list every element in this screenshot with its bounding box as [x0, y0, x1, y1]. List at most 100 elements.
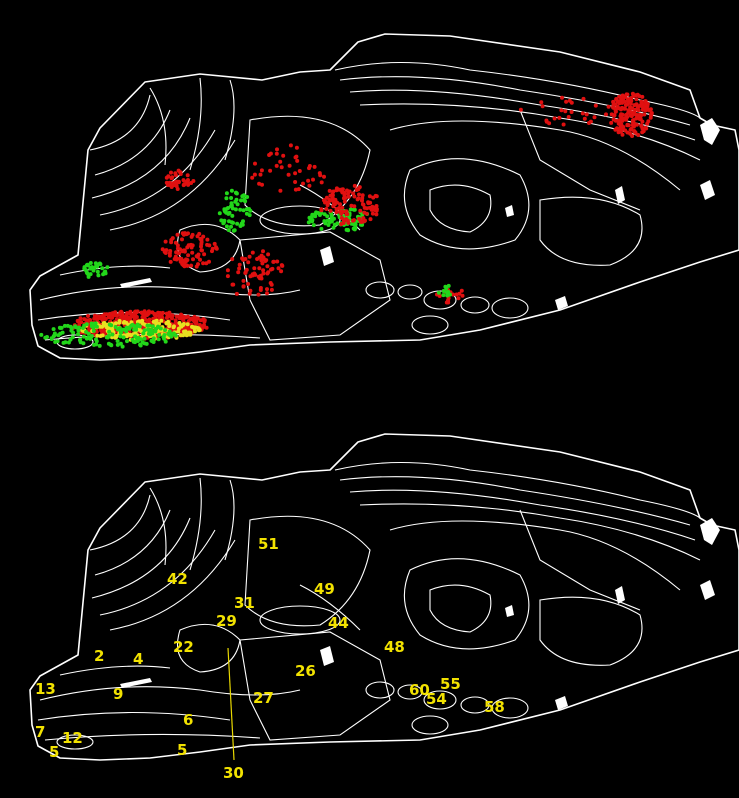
- cell-marker-green: [100, 266, 105, 271]
- cell-marker-green: [94, 342, 99, 347]
- cell-marker-yellow: [124, 320, 129, 325]
- cell-marker-green: [82, 323, 87, 328]
- cell-marker-red: [617, 119, 622, 124]
- cell-marker-red: [166, 174, 171, 179]
- cell-marker-green: [231, 228, 236, 233]
- cell-marker-red: [142, 309, 147, 314]
- cell-marker-red: [274, 163, 279, 168]
- cell-marker-red: [259, 168, 264, 173]
- cell-marker-red: [636, 133, 641, 137]
- cell-marker-red: [186, 182, 191, 187]
- cell-marker-yellow: [192, 325, 197, 330]
- cell-marker-red: [454, 292, 459, 297]
- cell-marker-red: [613, 109, 618, 114]
- cell-marker-green: [97, 343, 102, 348]
- cell-marker-red: [325, 203, 330, 208]
- cell-marker-red: [169, 238, 174, 242]
- cell-marker-green: [62, 323, 67, 328]
- cell-marker-red: [335, 200, 339, 205]
- cell-marker-green: [137, 324, 142, 329]
- cell-marker-green: [118, 330, 123, 335]
- cell-marker-green: [88, 272, 93, 277]
- cell-marker-red: [366, 200, 371, 205]
- cell-marker-red: [374, 204, 379, 208]
- cell-marker-green: [107, 329, 112, 334]
- cell-marker-red: [620, 118, 625, 123]
- cell-marker-green: [63, 340, 68, 345]
- cell-marker-green: [157, 333, 162, 337]
- cell-marker-red: [588, 119, 593, 124]
- cell-marker-red: [269, 287, 274, 292]
- cell-marker-red: [225, 274, 230, 279]
- cell-marker-yellow: [95, 333, 100, 338]
- cell-marker-red: [560, 95, 564, 100]
- cell-marker-red: [604, 112, 608, 117]
- cell-marker-red: [173, 240, 178, 245]
- cell-marker-red: [362, 210, 367, 215]
- cell-marker-green: [94, 264, 99, 269]
- cell-marker-green: [138, 337, 143, 342]
- cell-marker-green: [121, 335, 126, 340]
- cell-marker-green: [110, 332, 115, 337]
- cell-marker-red: [200, 248, 204, 253]
- cell-marker-red: [270, 266, 275, 271]
- cell-marker-red: [184, 315, 188, 320]
- cell-marker-red: [168, 259, 173, 264]
- cell-marker-green: [149, 327, 154, 332]
- region-label-27: 27: [253, 689, 274, 707]
- cell-marker-red: [640, 126, 645, 131]
- cell-marker-green: [93, 261, 98, 266]
- cell-marker-red: [340, 205, 345, 210]
- cell-marker-green: [39, 332, 44, 337]
- cell-marker-red: [196, 262, 200, 267]
- cell-marker-red: [639, 101, 644, 106]
- cell-marker-red: [331, 189, 336, 194]
- cell-marker-red: [437, 294, 442, 298]
- cell-marker-red: [255, 257, 260, 261]
- cell-marker-red: [160, 310, 165, 315]
- cell-marker-red: [619, 97, 624, 102]
- cell-marker-green: [144, 341, 149, 346]
- cell-marker-yellow: [101, 321, 106, 326]
- cell-marker-yellow: [167, 324, 172, 329]
- cell-marker-yellow: [177, 321, 182, 325]
- cell-marker-red: [247, 254, 252, 259]
- cell-marker-green: [86, 331, 91, 336]
- cell-marker-green: [436, 290, 441, 295]
- cell-marker-red: [173, 318, 178, 323]
- region-label-26: 26: [295, 662, 316, 680]
- cell-marker-red: [631, 94, 636, 99]
- cell-marker-red: [564, 99, 569, 104]
- cell-marker-green: [239, 198, 243, 203]
- cell-marker-red: [190, 243, 195, 248]
- cell-marker-red: [157, 314, 162, 319]
- cell-marker-red: [261, 268, 266, 273]
- cell-marker-green: [125, 339, 129, 344]
- cell-marker-green: [106, 341, 111, 346]
- cell-marker-red: [194, 321, 199, 326]
- cell-marker-green: [96, 273, 101, 278]
- cell-marker-green: [227, 210, 232, 215]
- cell-marker-red: [312, 164, 317, 169]
- cell-marker-red: [261, 271, 266, 276]
- cell-marker-red: [269, 282, 274, 287]
- cell-marker-red: [174, 184, 179, 189]
- cell-marker-red: [199, 242, 204, 246]
- cell-marker-green: [94, 324, 99, 329]
- cell-marker-red: [278, 159, 283, 164]
- cell-marker-green: [113, 325, 118, 329]
- cell-marker-red: [186, 178, 190, 182]
- cell-marker-green: [311, 223, 316, 228]
- cell-marker-red: [172, 257, 177, 261]
- cell-marker-red: [179, 256, 184, 261]
- cell-marker-red: [623, 106, 627, 111]
- cell-marker-red: [294, 154, 299, 159]
- cell-marker-red: [268, 151, 273, 156]
- cell-marker-red: [288, 143, 293, 148]
- cell-marker-green: [43, 335, 48, 340]
- cell-marker-red: [212, 241, 217, 246]
- cell-marker-green: [351, 207, 356, 212]
- cell-marker-red: [459, 288, 464, 293]
- cell-marker-red: [257, 266, 262, 271]
